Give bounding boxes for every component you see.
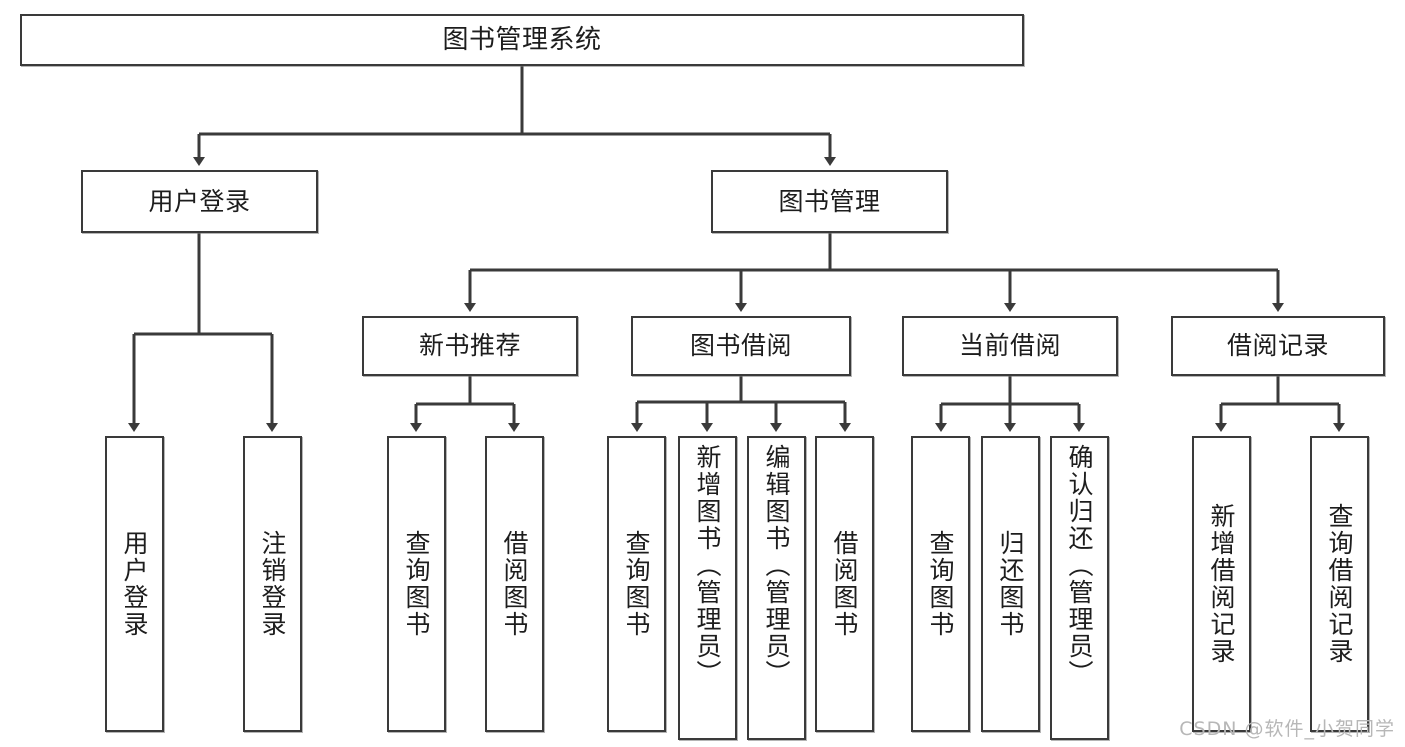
node-root[interactable]: 图书管理系统 [20,14,1024,66]
node-book-manage-label: 图书管理 [778,186,881,216]
watermark: CSDN @软件_小贺同学 [1179,718,1395,740]
node-new-book-rec[interactable]: 新书推荐 [362,316,578,376]
node-leaf-query-book-2[interactable]: 查询图书 [607,436,666,732]
node-leaf-query-book-3[interactable]: 查询图书 [911,436,970,732]
node-borrow-record[interactable]: 借阅记录 [1171,316,1385,376]
node-user-login[interactable]: 用户登录 [81,170,318,233]
node-root-label: 图书管理系统 [442,24,602,55]
node-leaf-query-record[interactable]: 查询借阅记录 [1310,436,1369,732]
node-leaf-borrow-book-1-label: 借阅图书 [500,530,529,638]
node-current-borrow-label: 当前借阅 [958,331,1061,361]
node-leaf-logout-label: 注销登录 [258,530,287,638]
node-leaf-confirm-return[interactable]: 确认归还（管理员） [1050,436,1109,740]
node-leaf-query-book-2-label: 查询图书 [622,530,651,638]
node-leaf-add-record[interactable]: 新增借阅记录 [1192,436,1251,732]
node-leaf-borrow-book-2-label: 借阅图书 [830,530,859,638]
node-leaf-query-book-3-label: 查询图书 [926,530,955,638]
node-leaf-return-book[interactable]: 归还图书 [981,436,1040,732]
node-user-login-label: 用户登录 [148,186,251,216]
node-leaf-edit-book-label: 编辑图书（管理员） [762,444,791,687]
node-leaf-user-login[interactable]: 用户登录 [105,436,164,732]
node-leaf-confirm-return-label: 确认归还（管理员） [1065,444,1094,687]
node-leaf-logout[interactable]: 注销登录 [243,436,302,732]
node-leaf-return-book-label: 归还图书 [996,530,1025,638]
node-leaf-edit-book[interactable]: 编辑图书（管理员） [747,436,806,740]
node-book-borrow[interactable]: 图书借阅 [631,316,851,376]
node-current-borrow[interactable]: 当前借阅 [902,316,1118,376]
node-new-book-rec-label: 新书推荐 [418,331,521,361]
node-leaf-query-record-label: 查询借阅记录 [1325,503,1354,665]
node-book-manage[interactable]: 图书管理 [711,170,948,233]
node-leaf-add-book-label: 新增图书（管理员） [693,444,722,687]
node-leaf-add-book[interactable]: 新增图书（管理员） [678,436,737,740]
node-leaf-borrow-book-1[interactable]: 借阅图书 [485,436,544,732]
node-borrow-record-label: 借阅记录 [1226,331,1329,361]
node-leaf-borrow-book-2[interactable]: 借阅图书 [815,436,874,732]
node-leaf-add-record-label: 新增借阅记录 [1207,503,1236,665]
node-leaf-query-book-1-label: 查询图书 [402,530,431,638]
node-book-borrow-label: 图书借阅 [689,331,792,361]
node-leaf-query-book-1[interactable]: 查询图书 [387,436,446,732]
node-leaf-user-login-label: 用户登录 [120,530,149,638]
